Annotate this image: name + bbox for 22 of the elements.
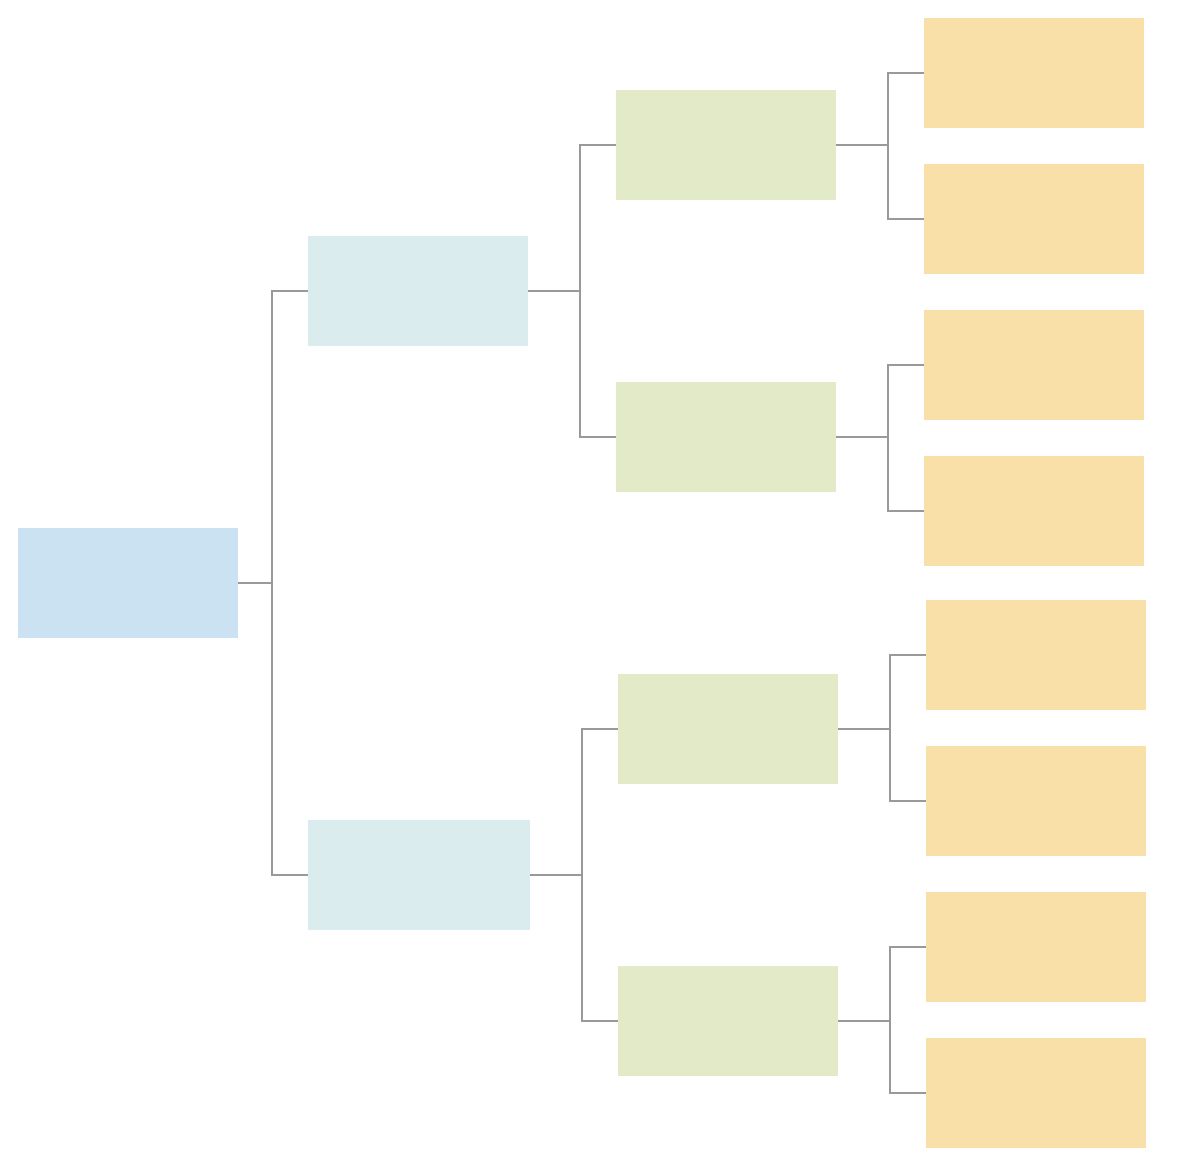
tree-box [926,892,1146,1002]
tree-box [616,382,836,492]
tree-box [926,746,1146,856]
tree-box [926,600,1146,710]
connector-line [529,874,619,1022]
tree-box [924,164,1144,274]
tree-box [308,820,530,930]
connector-line [837,728,927,802]
connector-line [237,582,309,876]
tree-box [924,310,1144,420]
tree-box [18,528,238,638]
connector-line [837,1020,927,1094]
tree-box [924,18,1144,128]
connector-line [835,144,925,220]
connector-line [835,436,925,512]
tree-box [618,966,838,1076]
tree-box [308,236,528,346]
tree-box [616,90,836,200]
tree-box [926,1038,1146,1148]
tree-box [618,674,838,784]
tree-box [924,456,1144,566]
connector-line [527,290,617,438]
